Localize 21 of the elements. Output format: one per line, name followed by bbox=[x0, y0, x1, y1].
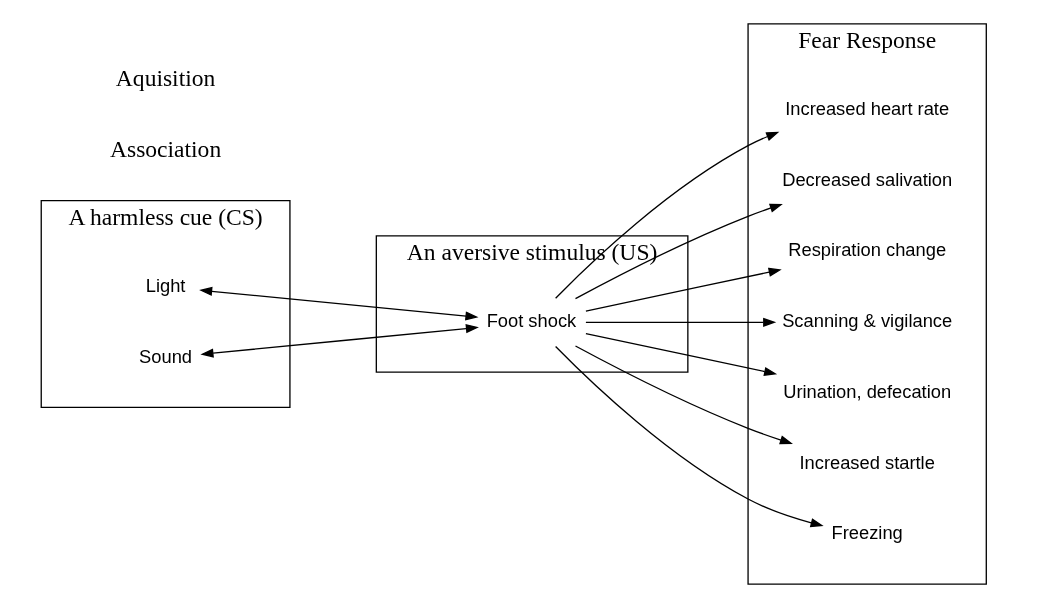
node-text: Increased heart rate bbox=[785, 98, 950, 120]
arrow bbox=[585, 332, 778, 376]
arrow bbox=[585, 317, 777, 327]
label: Association bbox=[109, 135, 222, 162]
arrow bbox=[554, 345, 824, 528]
arrow bbox=[574, 345, 793, 445]
node-text: Freezing bbox=[831, 522, 903, 544]
arrow bbox=[585, 267, 782, 312]
arrow bbox=[200, 324, 479, 358]
node-text: Urination, defecation bbox=[783, 380, 952, 402]
node-text: Decreased salivation bbox=[782, 168, 953, 190]
node-text: Respiration change bbox=[788, 239, 947, 261]
arrow bbox=[574, 203, 783, 300]
node-text: Sound bbox=[139, 345, 193, 367]
arrow bbox=[554, 131, 780, 299]
node-text: Increased startle bbox=[799, 451, 935, 473]
arrow bbox=[199, 286, 479, 321]
node-text: Foot shock bbox=[486, 310, 577, 332]
node-text: Light bbox=[145, 274, 186, 296]
node-text: Scanning & vigilance bbox=[782, 310, 953, 332]
label: Aquisition bbox=[115, 64, 216, 91]
